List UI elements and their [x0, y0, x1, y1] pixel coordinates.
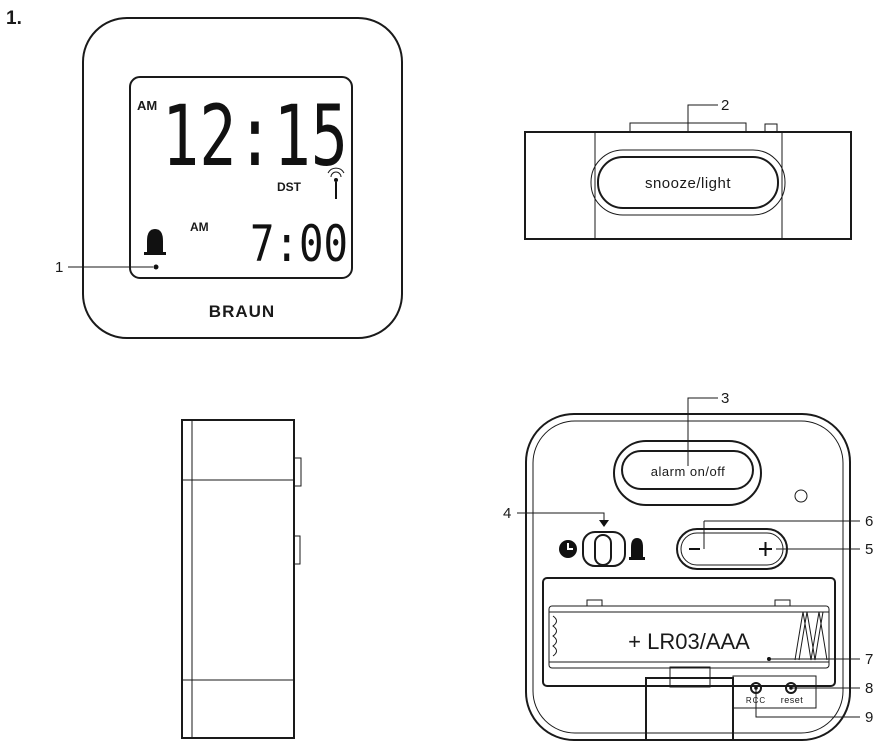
top-view: snooze/light 2	[524, 97, 852, 240]
stand-tab	[669, 666, 711, 688]
alarm-digits: 7:00	[250, 215, 348, 273]
bell-icon-back	[629, 538, 645, 560]
back-view: alarm on/off + LR03/AAA	[503, 390, 873, 741]
side-button-top	[293, 457, 302, 487]
mode-slider-outer	[582, 531, 626, 567]
callout-2-line	[687, 104, 718, 133]
reset-label: reset	[781, 695, 804, 705]
radio-signal-icon	[327, 167, 345, 199]
triangle-down-icon	[599, 520, 609, 527]
stand	[645, 677, 734, 741]
callout-7: 7	[865, 651, 873, 668]
battery-cover	[548, 605, 830, 669]
callout-6: 6	[865, 513, 873, 530]
callout-9-line	[755, 688, 860, 718]
alarm-indicator-dot	[153, 264, 159, 270]
snooze-outer	[590, 149, 786, 216]
plus-icon	[759, 542, 772, 556]
back-hole	[794, 489, 808, 503]
time-digits: 12:15	[162, 87, 348, 185]
side-body	[181, 419, 295, 739]
callout-4-line	[517, 512, 605, 520]
battery-compartment	[542, 577, 836, 687]
front-view: AM 12:15 DST AM 7:00 BRAUN 1	[55, 17, 403, 339]
callout-2: 2	[721, 97, 729, 114]
side-view	[181, 419, 302, 739]
alarm-ampm: AM	[190, 220, 209, 234]
clock-icon	[559, 540, 577, 558]
dst-indicator: DST	[277, 180, 302, 194]
mode-slider-knob[interactable]	[594, 534, 612, 566]
callout-1: 1	[55, 259, 63, 276]
time-ampm: AM	[137, 98, 157, 113]
snooze-light-button[interactable]	[597, 156, 779, 209]
alarm-switch-label: alarm on/off	[651, 464, 725, 479]
brand-logo: BRAUN	[209, 302, 275, 321]
top-nub-small	[764, 123, 778, 133]
front-body	[82, 17, 403, 339]
callout-3-line	[687, 397, 718, 466]
callout-3: 3	[721, 390, 729, 407]
lcd-display	[129, 76, 353, 279]
callout-8: 8	[865, 680, 873, 697]
figure-number: 1.	[6, 8, 22, 29]
battery-label: + LR03/AAA	[628, 629, 750, 654]
side-button-bottom	[293, 535, 301, 565]
bell-icon	[144, 229, 166, 255]
snooze-light-label: snooze/light	[645, 175, 731, 192]
callout-5: 5	[865, 541, 873, 558]
callout-4: 4	[503, 505, 511, 522]
battery-contact-left	[552, 615, 557, 657]
callout-9: 9	[865, 709, 873, 726]
battery-spring	[794, 611, 828, 661]
